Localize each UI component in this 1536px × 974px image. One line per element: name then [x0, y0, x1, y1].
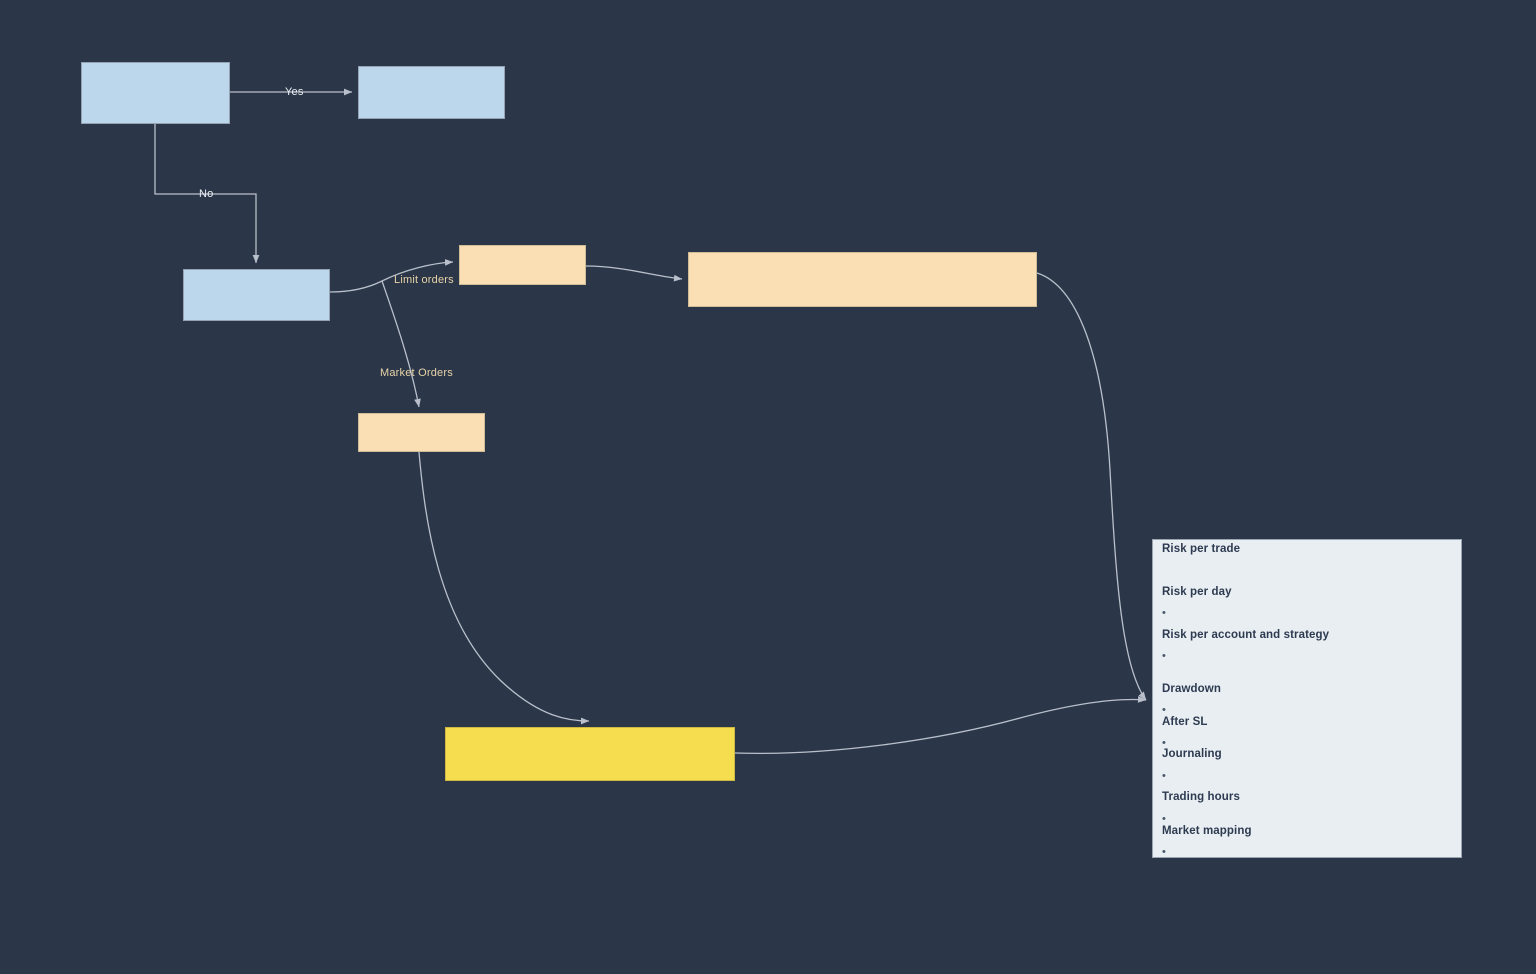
panel-item: Risk per trade	[1162, 543, 1241, 555]
edge-limit-orders	[329, 259, 454, 293]
node-limit-execution[interactable]	[688, 252, 1037, 307]
panel-item: Journaling	[1162, 748, 1222, 760]
edge-execution-to-rules	[1036, 272, 1147, 701]
node-decision-primary[interactable]	[81, 62, 230, 124]
node-review[interactable]	[445, 727, 735, 781]
edge-market-orders	[381, 280, 421, 408]
node-yes-branch[interactable]	[358, 66, 505, 119]
panel-item: Risk per day	[1162, 586, 1232, 598]
panel-bullet-icon: •	[1162, 737, 1166, 749]
node-no-branch[interactable]	[183, 269, 330, 321]
panel-item: Risk per account and strategy	[1162, 629, 1330, 641]
panel-bullet-icon: •	[1162, 770, 1166, 782]
edge-label-yes: Yes	[285, 86, 304, 98]
panel-item: Market mapping	[1162, 825, 1252, 837]
panel-item: Trading hours	[1162, 791, 1240, 803]
panel-item: Drawdown	[1162, 683, 1221, 695]
panel-bullet-icon: •	[1162, 846, 1166, 858]
edge-label-limit-orders: Limit orders	[394, 274, 454, 286]
edge-label-no: No	[199, 188, 214, 200]
panel-bullet-icon: •	[1162, 813, 1166, 825]
node-market-orders[interactable]	[358, 413, 485, 452]
edge-label-market-orders: Market Orders	[380, 367, 453, 379]
panel-item: After SL	[1162, 716, 1208, 728]
edge-limit-to-execution	[585, 265, 683, 282]
node-limit-orders[interactable]	[459, 245, 586, 285]
panel-bullet-icon: •	[1162, 650, 1166, 662]
panel-bullet-icon: •	[1162, 607, 1166, 619]
rules-panel[interactable]: Risk per trade Risk per day • Risk per a…	[1152, 539, 1462, 858]
edge-review-to-rules	[734, 696, 1147, 754]
panel-bullet-icon: •	[1162, 704, 1166, 716]
edge-market-to-review	[418, 451, 590, 725]
edge-no	[154, 124, 260, 264]
